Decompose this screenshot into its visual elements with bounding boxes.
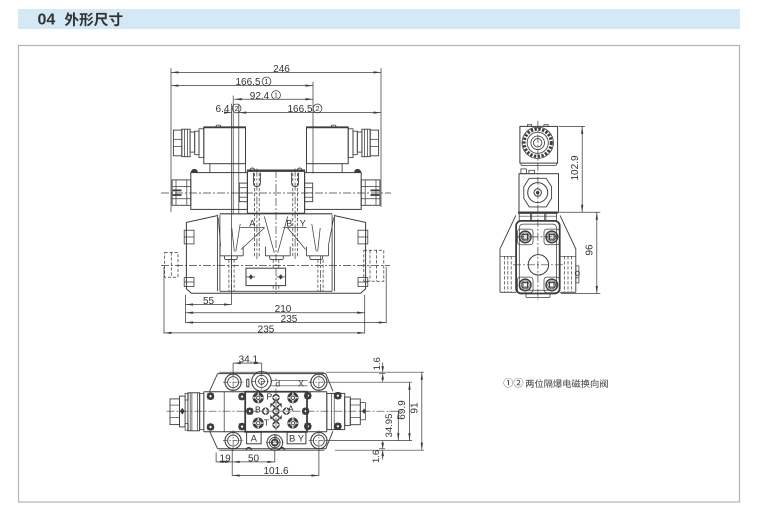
svg-text:34.95: 34.95 — [384, 414, 395, 438]
svg-text:102.9: 102.9 — [570, 155, 581, 180]
svg-text:04: 04 — [38, 12, 56, 29]
svg-text:246: 246 — [273, 64, 290, 75]
svg-text:50: 50 — [248, 453, 260, 464]
svg-text:d: d — [275, 378, 280, 388]
svg-text:6.4: 6.4 — [216, 104, 230, 115]
svg-text:91: 91 — [410, 402, 421, 414]
svg-text:X: X — [298, 378, 304, 388]
svg-text:A: A — [249, 218, 255, 228]
svg-text:P: P — [266, 392, 272, 402]
svg-text:92.4: 92.4 — [250, 91, 270, 102]
svg-text:A: A — [288, 403, 294, 413]
svg-text:1.6: 1.6 — [372, 357, 383, 370]
svg-text:34.1: 34.1 — [239, 355, 259, 366]
svg-text:235: 235 — [281, 314, 298, 325]
svg-text:B: B — [286, 218, 292, 228]
svg-text:2: 2 — [316, 104, 320, 113]
svg-text:19: 19 — [220, 453, 232, 464]
svg-text:166.5: 166.5 — [235, 77, 260, 88]
svg-text:1: 1 — [265, 77, 269, 86]
svg-text:1.6: 1.6 — [371, 450, 382, 463]
svg-text:210: 210 — [275, 304, 292, 315]
svg-text:A: A — [251, 434, 258, 445]
svg-text:96: 96 — [584, 244, 595, 256]
svg-text:B: B — [289, 434, 295, 445]
svg-text:T: T — [264, 418, 269, 428]
svg-text:166.5: 166.5 — [287, 104, 312, 115]
svg-text:55: 55 — [203, 296, 215, 307]
svg-text:Y: Y — [300, 218, 306, 228]
svg-text:2: 2 — [235, 104, 239, 113]
svg-text:69.9: 69.9 — [397, 400, 408, 420]
svg-text:1: 1 — [274, 91, 278, 100]
svg-text:Y: Y — [298, 434, 305, 445]
svg-text:101.6: 101.6 — [263, 466, 288, 477]
svg-text:235: 235 — [258, 324, 275, 335]
svg-text:B: B — [255, 404, 261, 414]
